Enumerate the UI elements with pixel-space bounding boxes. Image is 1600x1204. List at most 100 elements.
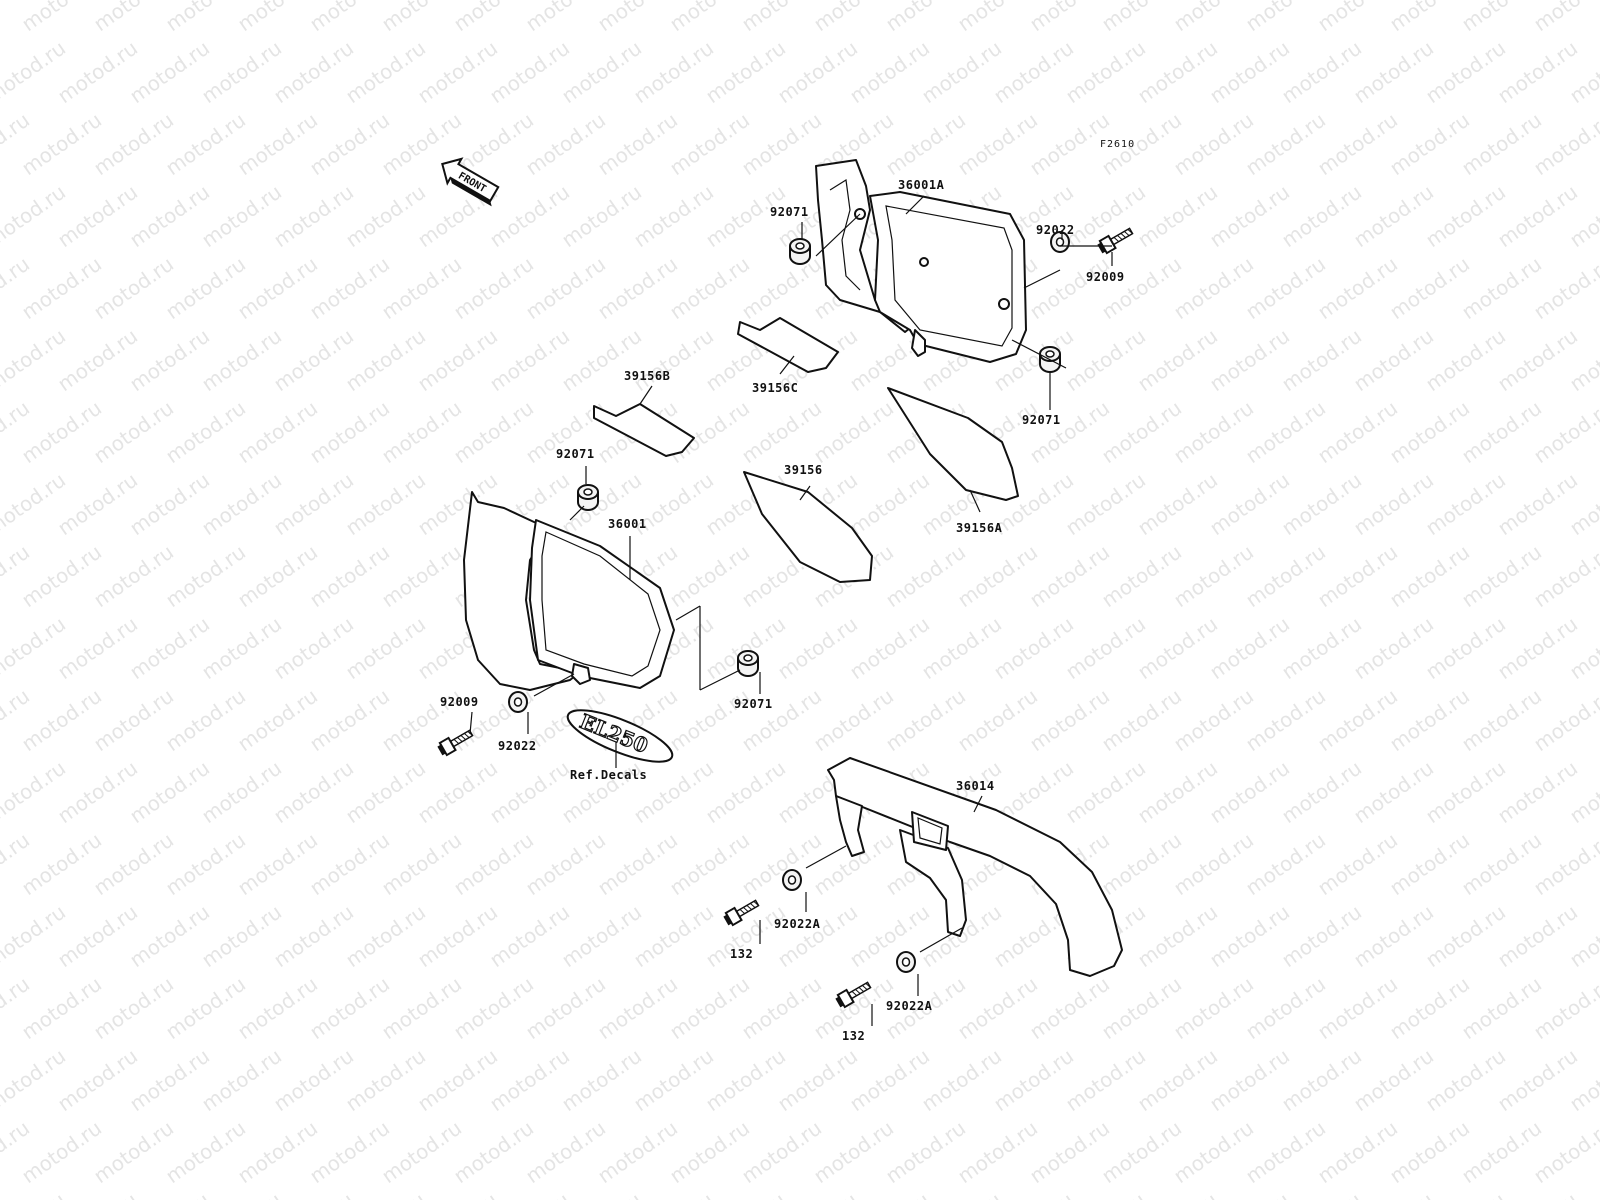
leader-line [569, 505, 585, 521]
watermark-text: motod.ru [1241, 540, 1330, 612]
label-92022a-a: 92022A [774, 917, 821, 931]
watermark-text: motod.ru [89, 1116, 178, 1188]
watermark-text: motod.ru [593, 828, 682, 900]
bolt-icon [835, 981, 872, 1009]
label-92071-mid: 92071 [734, 697, 773, 711]
watermark-text: motod.ru [449, 828, 538, 900]
watermark-text: motod.ru [233, 540, 322, 612]
watermark-text: motod.ru [269, 612, 358, 684]
watermark-text: motod.ru [737, 1116, 826, 1188]
watermark-text: motod.ru [161, 396, 250, 468]
watermark-text: motod.ru [53, 612, 142, 684]
watermark-text: motod.ru [1169, 108, 1258, 180]
watermark-text: motod.ru [17, 684, 106, 756]
watermark-text: motod.ru [881, 540, 970, 612]
watermark-text: motod.ru [1421, 468, 1510, 540]
watermark-text: motod.ru [197, 900, 286, 972]
watermark-text: motod.ru [809, 684, 898, 756]
label-132-b: 132 [842, 1029, 865, 1043]
label-92022-top: 92022 [1036, 223, 1075, 237]
watermark-text: motod.ru [233, 1116, 322, 1188]
watermark-text: motod.ru [773, 36, 862, 108]
watermark-text: motod.ru [1349, 756, 1438, 828]
watermark-text: motod.ru [1457, 684, 1546, 756]
watermark-text: motod.ru [305, 972, 394, 1044]
watermark-text: motod.ru [485, 900, 574, 972]
watermark-text: motod.ru [269, 324, 358, 396]
watermark-text: motod.ru [1061, 468, 1150, 540]
watermark-text: motod.ru [1349, 612, 1438, 684]
watermark-text: motod.ru [593, 1116, 682, 1188]
watermark-text: motod.ru [629, 1044, 718, 1116]
watermark-text: motod.ru [161, 1116, 250, 1188]
watermark-text: motod.ru [89, 396, 178, 468]
watermark-text: motod.ru [1385, 540, 1474, 612]
watermark-text: motod.ru [593, 972, 682, 1044]
watermark-text: motod.ru [917, 36, 1006, 108]
watermark-text: motod.ru [161, 108, 250, 180]
watermark-text: motod.ru [1277, 900, 1366, 972]
watermark-text: motod.ru [1169, 540, 1258, 612]
watermark-text: motod.ru [845, 612, 934, 684]
watermark-text: motod.ru [773, 1044, 862, 1116]
watermark-text: motod.ru [1457, 828, 1546, 900]
label-132-a: 132 [730, 947, 753, 961]
watermark-text: motod.ru [629, 900, 718, 972]
label-92022a-b: 92022A [886, 999, 933, 1013]
watermark-text: motod.ru [845, 1188, 934, 1200]
watermark-text: motod.ru [773, 900, 862, 972]
watermark-text: motod.ru [89, 828, 178, 900]
watermark-text: motod.ru [53, 36, 142, 108]
watermark-text: motod.ru [1025, 684, 1114, 756]
label-39156c: 39156C [752, 381, 798, 395]
watermark-text: motod.ru [233, 252, 322, 324]
watermark-text: motod.ru [1025, 252, 1114, 324]
watermark-text: motod.ru [341, 324, 430, 396]
watermark-text: motod.ru [629, 36, 718, 108]
watermark-text: motod.ru [1421, 324, 1510, 396]
watermark-text: motod.ru [305, 108, 394, 180]
watermark-text: motod.ru [269, 36, 358, 108]
watermark-text: motod.ru [377, 1116, 466, 1188]
watermark-text: motod.ru [485, 1188, 574, 1200]
leader-line [1011, 339, 1067, 369]
watermark-text: motod.ru [1349, 1044, 1438, 1116]
watermark-text: motod.ru [665, 972, 754, 1044]
watermark-text: motod.ru [1241, 252, 1330, 324]
label-ref-decals: Ref.Decals [570, 768, 647, 782]
watermark-text: motod.ru [341, 180, 430, 252]
watermark-text: motod.ru [845, 36, 934, 108]
watermark-text: motod.ru [449, 1116, 538, 1188]
leader-line [799, 485, 811, 501]
watermark-text: motod.ru [485, 756, 574, 828]
watermark-text: motod.ru [341, 900, 430, 972]
watermark-text: motod.ru [1385, 684, 1474, 756]
watermark-text: motod.ru [1169, 396, 1258, 468]
watermark-text: motod.ru [341, 468, 430, 540]
hardware [437, 227, 1134, 1009]
watermark-text: motod.ru [1493, 756, 1582, 828]
watermark-text: motod.ru [665, 252, 754, 324]
watermark-text: motod.ru [53, 180, 142, 252]
watermark-text: motod.ru [161, 828, 250, 900]
leader-line [805, 845, 847, 869]
watermark-text: motod.ru [845, 900, 934, 972]
watermark-text: motod.ru [1313, 828, 1402, 900]
washer-icon [782, 869, 802, 891]
grommet-icon [577, 484, 599, 511]
watermark-text: motod.ru [1385, 396, 1474, 468]
watermark-text: motod.ru [17, 252, 106, 324]
watermark-text: motod.ru [377, 828, 466, 900]
watermark-text: motod.ru [665, 108, 754, 180]
watermark-text: motod.ru [305, 1116, 394, 1188]
watermark-text: motod.ru [1169, 684, 1258, 756]
watermark-text: motod.ru [1277, 612, 1366, 684]
watermark-text: motod.ru [161, 684, 250, 756]
watermark-text: motod.ru [665, 1116, 754, 1188]
pad-39156c [737, 317, 839, 373]
label-39156a: 39156A [956, 521, 1003, 535]
leader-line [779, 355, 795, 375]
watermark-text: motod.ru [305, 252, 394, 324]
watermark-text: motod.ru [953, 1116, 1042, 1188]
watermark-text: motod.ru [1277, 36, 1366, 108]
